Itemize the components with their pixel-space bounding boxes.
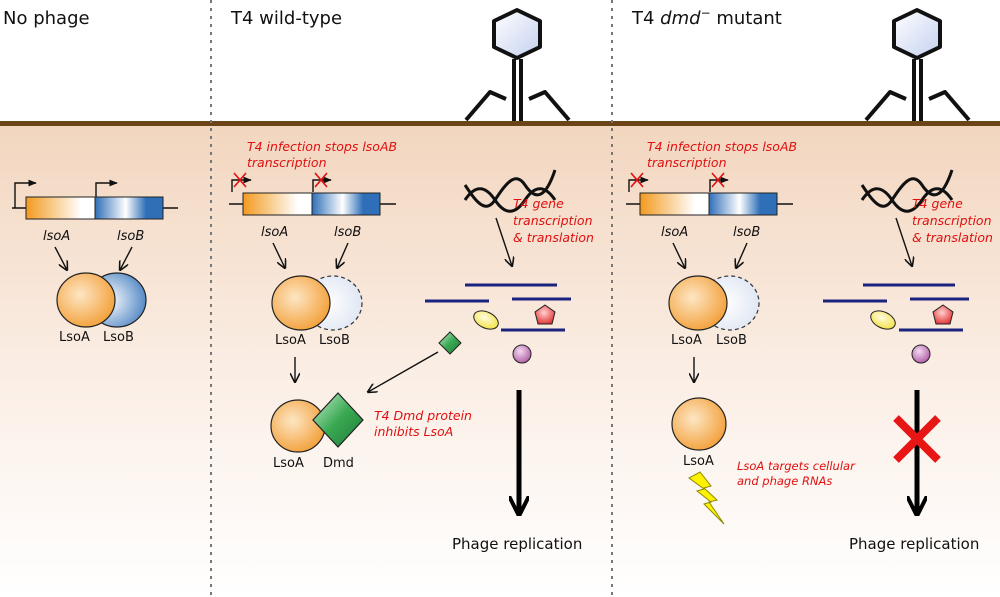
gene-lsoB-box xyxy=(94,196,164,220)
arrow xyxy=(120,246,133,270)
gene-lsoA-box xyxy=(25,196,96,220)
promoter-arrow xyxy=(14,179,37,208)
phage-rnas xyxy=(823,283,969,332)
phage-protein-yellow xyxy=(870,310,896,330)
t4-phage-icon xyxy=(464,8,571,122)
gene-lsoB-label: lsoB xyxy=(334,225,361,240)
note-dmd-inhibits-2: inhibits LsoA xyxy=(374,424,453,439)
operon-wild-type xyxy=(229,172,396,216)
red-x-icon xyxy=(711,172,725,188)
dna-helix-icon xyxy=(463,169,557,213)
t4-phage-icon xyxy=(864,8,971,122)
dmd-protein-small xyxy=(438,331,462,355)
complex-dmd-label: Dmd xyxy=(323,456,354,471)
red-x-icon xyxy=(314,172,328,188)
promoter-arrow xyxy=(95,179,118,197)
promoter-arrow xyxy=(312,176,332,192)
note-gene-transcription-1: T4 gene xyxy=(513,196,564,211)
gene-lsoB-label: lsoB xyxy=(117,229,144,244)
outcome-phage-replication: Phage replication xyxy=(452,535,582,553)
arrow xyxy=(272,242,285,268)
note-gene-transcription-3: & translation xyxy=(513,230,594,245)
phage-protein-red xyxy=(932,304,954,325)
dna-helix-icon xyxy=(860,169,954,213)
gene-lsoB-box xyxy=(311,192,381,216)
note-stop-transcription-1: T4 infection stops lsoAB xyxy=(247,139,397,154)
phage-protein-purple xyxy=(512,344,532,364)
complex-lsoA-label: LsoA xyxy=(273,456,304,471)
protein-lsoA-label: LsoA xyxy=(59,330,90,345)
phage-protein-red xyxy=(534,304,556,325)
gene-lsoA-label: lsoA xyxy=(261,225,288,240)
operon-mutant xyxy=(626,172,793,216)
lightning-icon xyxy=(688,471,725,525)
protein-lsoB-label: LsoB xyxy=(319,333,350,348)
promoter-arrow xyxy=(628,176,649,192)
outcome-phage-replication: Phage replication xyxy=(849,535,979,553)
red-x-icon xyxy=(630,172,644,188)
note-lsoA-targets-1: LsoA targets cellular xyxy=(737,459,856,473)
cell-membrane xyxy=(0,121,1000,126)
panel-title-no-phage: No phage xyxy=(3,8,90,29)
gene-lsoB-label: lsoB xyxy=(733,225,760,240)
promoter-arrow xyxy=(231,176,252,192)
phage-protein-yellow xyxy=(473,310,499,330)
note-stop-transcription-2: transcription xyxy=(247,155,327,170)
note-gene-transcription-2: transcription xyxy=(912,213,992,228)
arrow xyxy=(672,242,685,268)
note-lsoA-targets-2: and phage RNAs xyxy=(737,474,832,488)
blocked-x-icon xyxy=(893,415,941,463)
free-lsoA-label: LsoA xyxy=(683,454,714,469)
gene-lsoA-box xyxy=(639,192,710,216)
operon-no-phage xyxy=(12,179,178,220)
protein-lsoA-label: LsoA xyxy=(275,333,306,348)
gene-lsoA-box xyxy=(242,192,313,216)
note-stop-transcription-1: T4 infection stops lsoAB xyxy=(647,139,797,154)
note-gene-transcription-1: T4 gene xyxy=(912,196,963,211)
phage-protein-purple xyxy=(911,344,931,364)
red-x-icon xyxy=(233,172,247,188)
arrow xyxy=(337,242,349,268)
gene-lsoA-label: lsoA xyxy=(43,229,70,244)
promoter-arrow xyxy=(709,176,729,192)
lsoA-protein xyxy=(671,397,727,451)
protein-lsoB-label: LsoB xyxy=(716,333,747,348)
dmd-protein xyxy=(312,392,364,448)
protein-lsoB-label: LsoB xyxy=(103,330,134,345)
arrow xyxy=(368,351,439,392)
arrow xyxy=(495,217,512,266)
arrow xyxy=(736,242,748,268)
note-stop-transcription-2: transcription xyxy=(647,155,727,170)
lsoA-protein xyxy=(271,275,331,331)
protein-lsoA-label: LsoA xyxy=(671,333,702,348)
note-gene-transcription-2: transcription xyxy=(513,213,593,228)
gene-lsoB-box xyxy=(708,192,778,216)
note-dmd-inhibits-1: T4 Dmd protein xyxy=(374,408,472,423)
arrow xyxy=(895,217,912,266)
panel-title-wild-type: T4 wild-type xyxy=(230,8,342,29)
lsoA-protein xyxy=(270,399,326,453)
lsoA-protein xyxy=(56,272,116,328)
phage-rnas xyxy=(425,283,571,332)
note-gene-transcription-3: & translation xyxy=(912,230,993,245)
panel-title-mutant: T4 dmd− mutant xyxy=(631,6,782,29)
arrow xyxy=(54,246,67,270)
cytoplasm xyxy=(0,124,1000,597)
lsoA-protein xyxy=(668,275,728,331)
gene-lsoA-label: lsoA xyxy=(661,225,688,240)
